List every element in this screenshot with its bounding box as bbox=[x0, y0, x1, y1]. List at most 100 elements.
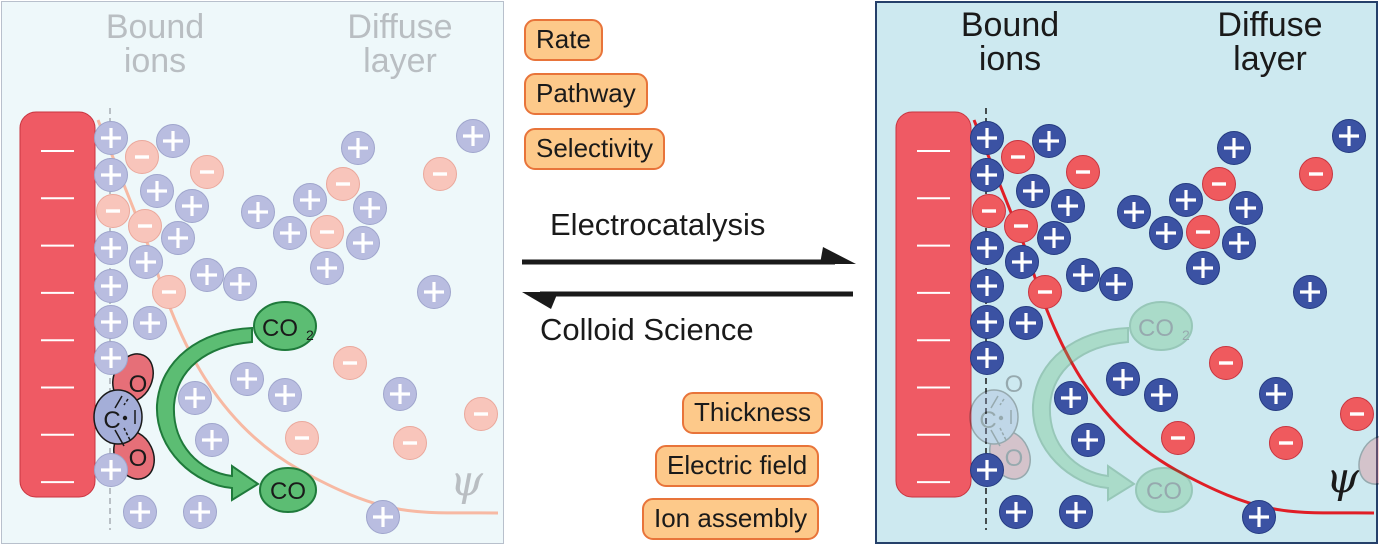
atom-label: C bbox=[103, 407, 120, 434]
reaction-arrow bbox=[1031, 326, 1136, 502]
anion bbox=[1001, 140, 1035, 174]
title-line: Bound bbox=[105, 8, 205, 46]
backward-arrow-head bbox=[522, 292, 558, 309]
cation bbox=[1117, 195, 1151, 229]
property-pill-pathway: Pathway bbox=[524, 73, 648, 115]
potential-decay-curve bbox=[972, 119, 1375, 515]
anion bbox=[393, 426, 427, 460]
anion bbox=[1028, 275, 1062, 309]
cation bbox=[161, 221, 195, 255]
cation bbox=[1222, 226, 1256, 260]
bond-line bbox=[123, 427, 131, 441]
cation bbox=[346, 226, 380, 260]
cation bbox=[310, 251, 344, 285]
anion bbox=[423, 157, 457, 191]
cation bbox=[230, 362, 264, 396]
electrode bbox=[895, 111, 972, 498]
cation bbox=[94, 121, 128, 155]
anion bbox=[1209, 346, 1243, 380]
cation bbox=[94, 305, 128, 339]
cation bbox=[133, 306, 167, 340]
cation bbox=[1009, 306, 1043, 340]
property-pill-thickness: Thickness bbox=[682, 392, 824, 434]
anion bbox=[152, 275, 186, 309]
co-molecule bbox=[1135, 467, 1193, 513]
anion bbox=[1004, 209, 1038, 243]
property-pill-rate: Rate bbox=[524, 19, 603, 61]
anion bbox=[972, 194, 1006, 228]
title-line: layer bbox=[1233, 40, 1307, 78]
anion bbox=[1161, 421, 1195, 455]
anion bbox=[1269, 426, 1303, 460]
cation bbox=[241, 195, 275, 229]
cation bbox=[178, 381, 212, 415]
bond-line bbox=[114, 429, 125, 447]
cation bbox=[1059, 495, 1093, 529]
carbon-atom bbox=[969, 389, 1019, 445]
cation bbox=[94, 453, 128, 487]
cation bbox=[94, 158, 128, 192]
cation bbox=[223, 267, 257, 301]
adsorbed-co2: OCO bbox=[969, 371, 1379, 485]
right-bound-ions-title: Bound ions bbox=[945, 8, 1075, 76]
right-diffuse-layer-title: Diffuse layer bbox=[1200, 8, 1340, 76]
cation bbox=[94, 231, 128, 265]
co2-subscript: 2 bbox=[306, 327, 314, 343]
title-line: Bound bbox=[960, 6, 1060, 44]
radical-dot bbox=[122, 415, 128, 421]
electrocatalysis-label: Electrocatalysis bbox=[550, 207, 766, 242]
cation bbox=[140, 174, 174, 208]
bond-line bbox=[990, 429, 1001, 447]
electrode-body bbox=[895, 111, 972, 498]
cation bbox=[1144, 378, 1178, 412]
cation bbox=[383, 377, 417, 411]
reaction-arrow bbox=[155, 326, 260, 502]
property-pill-ion-assembly: Ion assembly bbox=[642, 498, 820, 540]
anion bbox=[1186, 215, 1220, 249]
electrode-body bbox=[19, 111, 96, 498]
co2-molecule bbox=[253, 301, 317, 351]
co2-molecule bbox=[1129, 301, 1193, 351]
cation bbox=[123, 495, 157, 529]
anion bbox=[1340, 397, 1374, 431]
cation bbox=[273, 216, 307, 250]
cation bbox=[1099, 267, 1133, 301]
bond-line bbox=[123, 398, 129, 406]
cation bbox=[1149, 216, 1183, 250]
cation bbox=[970, 341, 1004, 375]
forward-arrow-head bbox=[820, 247, 856, 264]
cation bbox=[1054, 381, 1088, 415]
left-bound-ions-title: Bound ions bbox=[90, 10, 220, 78]
anion bbox=[285, 421, 319, 455]
cation bbox=[970, 305, 1004, 339]
co2-label: CO bbox=[1138, 315, 1174, 342]
cation bbox=[1071, 423, 1105, 457]
anion bbox=[190, 155, 224, 189]
cation bbox=[970, 453, 1004, 487]
anion bbox=[96, 194, 130, 228]
cation bbox=[341, 131, 375, 165]
cation bbox=[175, 189, 209, 223]
ion-cloud bbox=[94, 119, 498, 534]
title-line: ions bbox=[123, 42, 187, 80]
cation bbox=[1005, 245, 1039, 279]
electrode bbox=[19, 111, 96, 498]
cation bbox=[1037, 221, 1071, 255]
anion bbox=[326, 167, 360, 201]
potential-psi-symbol: ψ bbox=[450, 456, 484, 505]
adsorbed-co2: OCO bbox=[93, 353, 155, 480]
title-line: ions bbox=[978, 40, 1042, 78]
anion bbox=[464, 397, 498, 431]
co2-label: CO bbox=[262, 315, 298, 342]
cation bbox=[94, 341, 128, 375]
cation bbox=[366, 500, 400, 534]
anion bbox=[1066, 155, 1100, 189]
middle-arrows bbox=[522, 247, 856, 309]
colloid-science-label: Colloid Science bbox=[540, 312, 754, 347]
bond-line bbox=[999, 427, 1007, 441]
cation bbox=[129, 245, 163, 279]
